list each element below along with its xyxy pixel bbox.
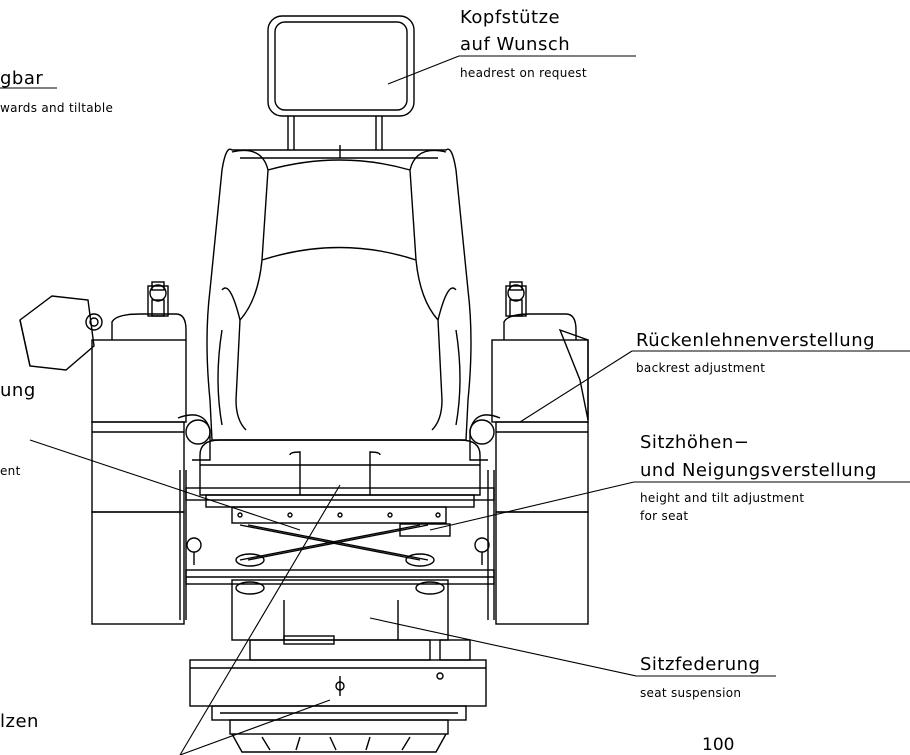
armrest-label-de-partial: gbar: [0, 68, 44, 89]
backrest-label-de: Rückenlehnenverstellung: [636, 330, 876, 351]
suspension-label-en: seat suspension: [640, 686, 742, 700]
suspension-label-de: Sitzfederung: [640, 654, 761, 675]
backrest-label-en: backrest adjustment: [636, 361, 766, 375]
scissor-mechanism: [185, 487, 495, 585]
height-tilt-label-de-line1: Sitzhöhen−: [640, 432, 750, 453]
armrest-label-en-partial: wards and tiltable: [0, 101, 114, 115]
seat-base: [189, 659, 487, 753]
height-tilt-label-en-line2: for seat: [640, 509, 689, 523]
right-console: [469, 281, 589, 625]
left-console: [19, 281, 211, 625]
headrest-label-de-line1: Kopfstütze: [460, 7, 561, 28]
partial-left-label-2: ent: [0, 464, 21, 478]
headrest-label-en: headrest on request: [460, 66, 587, 80]
partial-bottom-left-label: lzen: [0, 711, 39, 732]
height-tilt-label-de-line2: und Neigungsverstellung: [640, 460, 877, 481]
seat-cushion: [199, 439, 481, 524]
headrest-label-de-line2: auf Wunsch: [460, 34, 571, 55]
page-number: 100: [702, 735, 735, 755]
backrest: [206, 145, 472, 441]
leader-lines: [0, 55, 910, 755]
seat-suspension: [231, 579, 471, 661]
headrest: [267, 15, 415, 150]
partial-left-label-1: ung: [0, 380, 36, 401]
height-tilt-label-en-line1: height and tilt adjustment: [640, 491, 805, 505]
